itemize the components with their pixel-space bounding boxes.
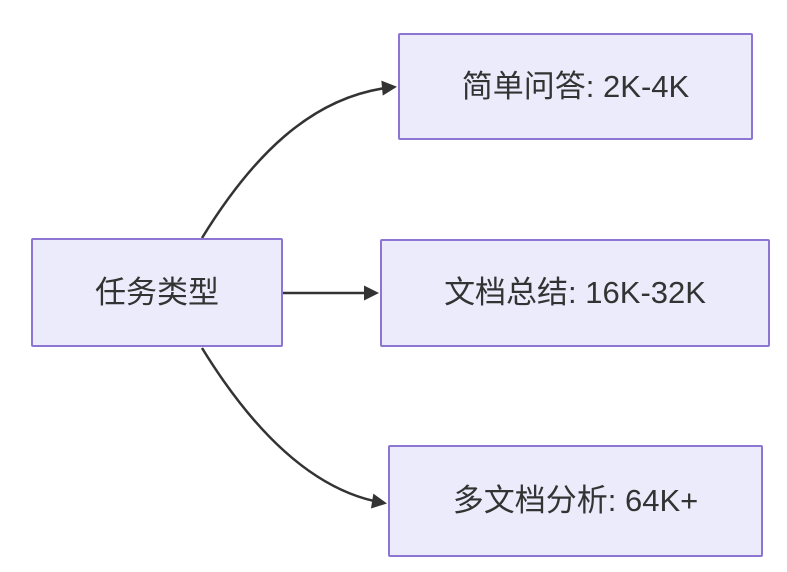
edge-task-type-to-simple-qa xyxy=(200,80,397,239)
node-task-type-label: 任务类型 xyxy=(95,274,219,310)
node-simple-qa: 简单问答: 2K-4K xyxy=(398,33,753,140)
node-multi-doc: 多文档分析: 64K+ xyxy=(388,445,763,557)
node-doc-summary: 文档总结: 16K-32K xyxy=(380,239,770,347)
node-simple-qa-label: 简单问答: 2K-4K xyxy=(461,68,690,104)
node-doc-summary-label: 文档总结: 16K-32K xyxy=(444,275,706,311)
edge-task-type-to-multi-doc xyxy=(200,347,387,509)
node-task-type: 任务类型 xyxy=(31,238,283,347)
node-multi-doc-label: 多文档分析: 64K+ xyxy=(452,483,699,519)
